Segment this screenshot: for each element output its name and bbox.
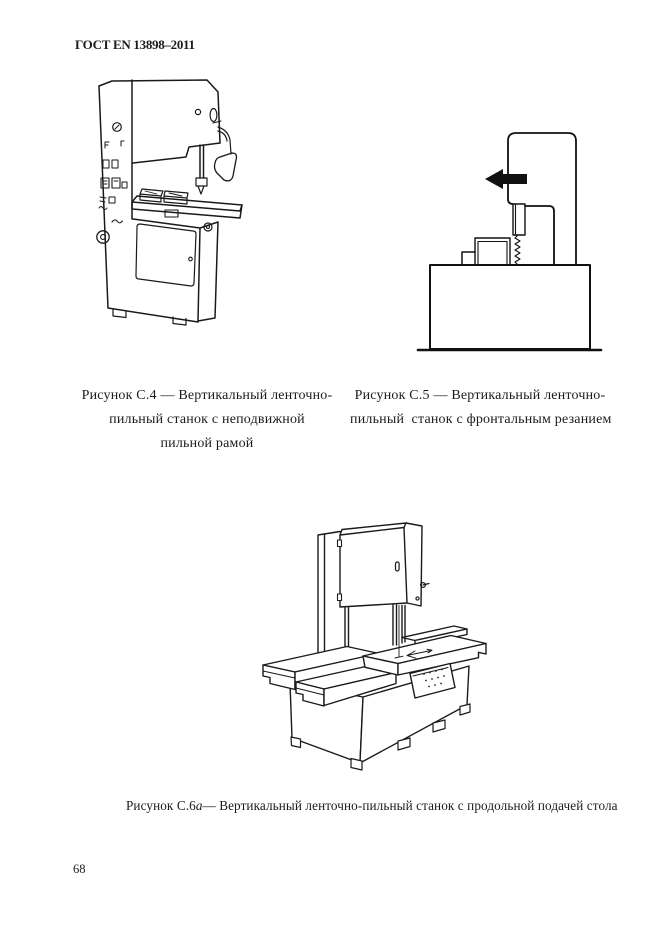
- figure-c5-caption-line2: пильный станок с фронтальным резанием: [350, 411, 612, 427]
- figure-c5-caption: Рисунок С.5 — Вертикальный ленточно-пиль…: [350, 384, 612, 432]
- figure-c5-caption-line1: Рисунок С.5 — Вертикальный ленточно-: [354, 388, 606, 403]
- page-number: 68: [73, 862, 86, 876]
- figure-c4-caption: Рисунок С.4 — Вертикальный ленточно-пиль…: [77, 384, 337, 455]
- figure-c6a-caption-letter: а: [195, 798, 203, 813]
- figure-c4-drawing: [96, 79, 243, 326]
- figure-c4-caption-line3: пильной рамой: [160, 435, 254, 451]
- figure-c4-caption-line1: Рисунок С.4 — Вертикальный ленточно-: [81, 388, 333, 403]
- figure-c6a-caption-rest: — Вертикальный ленточно-пильный станок с…: [202, 798, 618, 813]
- header-title: ГОСТ EN 13898–2011: [75, 37, 195, 52]
- figure-c6a-caption-prefix: Рисунок С.6: [126, 798, 196, 813]
- figure-c4-caption-line2: пильный станок с неподвижной: [109, 411, 305, 427]
- figure-c6a-drawing: [262, 522, 487, 771]
- figure-c6a-caption: Рисунок С.6а— Вертикальный ленточно-пиль…: [126, 794, 618, 818]
- figure-c5-drawing: [416, 132, 603, 352]
